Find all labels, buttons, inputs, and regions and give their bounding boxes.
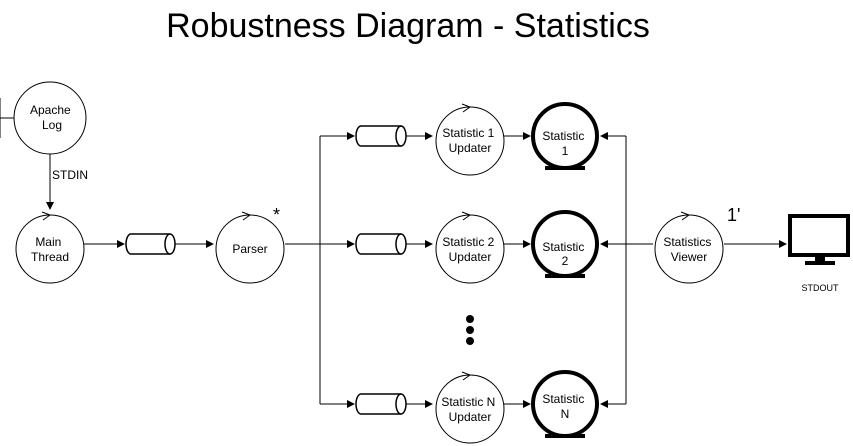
svg-text:Statistic 1 Updater: Statistic 1 Updater (442, 126, 497, 155)
svg-text:Main Thread: Main Thread (31, 235, 69, 264)
updater-1-control (435, 103, 505, 176)
queue-n (355, 393, 407, 415)
svg-text:Statistic 2 Updater: Statistic 2 Updater (442, 235, 497, 264)
monitor-icon (788, 214, 850, 265)
main-thread-label-1: Main (35, 235, 61, 249)
stdin-label: STDIN (52, 168, 88, 182)
updater-1-label-2: Updater (449, 141, 492, 155)
entity-1-label-2: 1 (562, 144, 569, 158)
more-statistics-ellipsis (466, 315, 474, 345)
diagram-title: Robustness Diagram - Statistics (166, 7, 650, 45)
viewer-label-1: Statistics (663, 235, 711, 249)
updater-n-label-1: Statistic N (441, 395, 495, 409)
apache-log-label-1: Apache (30, 103, 71, 117)
main-thread-control (15, 211, 85, 284)
parser-control (215, 211, 285, 284)
stdout-label: STDOUT (802, 283, 840, 293)
updater-2-label-2: Updater (449, 250, 492, 264)
updater-1-label-1: Statistic 1 (442, 126, 494, 140)
apache-log-label-2: Log (42, 118, 62, 132)
main-thread-label-2: Thread (31, 250, 69, 264)
parser-multiplicity: * (273, 205, 280, 225)
connectors (46, 132, 787, 408)
queue-1 (355, 125, 407, 147)
entity-2 (531, 210, 599, 278)
entity-n-label-1: Statistic (542, 392, 584, 406)
entity-n-label-2: N (561, 407, 570, 421)
entity-1-label-1: Statistic (542, 129, 584, 143)
updater-n-control (435, 371, 505, 444)
queue-main-parser (125, 233, 176, 255)
viewer-label-2: Viewer (671, 250, 707, 264)
statistics-viewer-control (654, 211, 724, 284)
updater-2-label-1: Statistic 2 (442, 235, 494, 249)
svg-text:Statistic 2: Statistic 2 (542, 240, 587, 268)
entity-2-label-2: 2 (562, 254, 569, 268)
updater-n-label-2: Updater (449, 410, 492, 424)
parser-label: Parser (232, 242, 267, 256)
svg-text:Statistic N: Statistic N (542, 392, 587, 421)
entity-n (531, 370, 599, 438)
apache-log-boundary (0, 81, 87, 155)
entity-2-label-1: Statistic (542, 240, 584, 254)
queue-2 (355, 233, 407, 255)
updater-2-control (435, 211, 505, 284)
viewer-multiplicity: 1' (727, 205, 740, 225)
entity-1 (531, 102, 599, 170)
svg-text:Statistic N Updater: Statistic N Updater (441, 395, 498, 424)
svg-text:Statistic 1: Statistic 1 (542, 129, 587, 158)
svg-text:Statistics Viewer: Statistics Viewer (663, 235, 714, 264)
svg-text:Apache Log: Apache Log (30, 103, 74, 132)
